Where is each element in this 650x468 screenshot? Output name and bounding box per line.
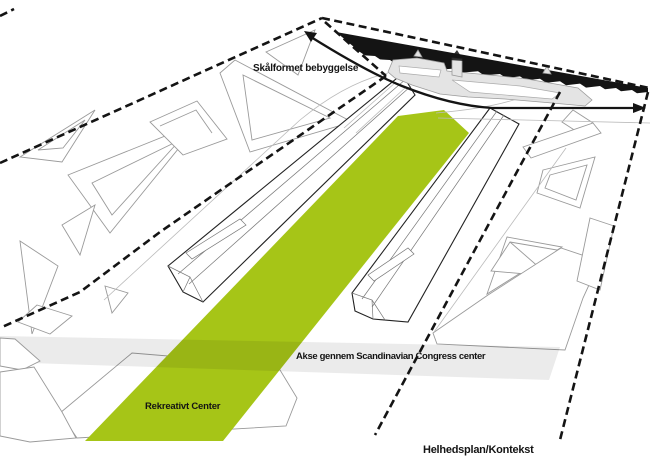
tower-spire-icon [449,50,464,61]
flow-arrow [304,31,646,113]
green-strip [85,110,469,441]
boundary-right-outer [558,91,650,441]
station-building [387,49,593,107]
arrow-head-left-icon [304,31,317,42]
right-context-block [432,109,615,351]
arrow-head-right-icon [633,103,646,113]
boundary-upper-left [0,16,323,165]
label-bowl-development: Skålformet bebyggelse [253,63,359,74]
boundary-upper-right [321,16,650,90]
label-context-caption: Helhedsplan/Kontekst [423,444,534,456]
long-building-left [167,73,416,303]
boundary-inner-left [0,74,387,330]
sawtooth-buildings [17,29,354,335]
band-overlap-blocks [0,337,77,443]
station-chimney [413,49,423,58]
label-recreational-center: Rekreativt Center [145,401,221,412]
station-tower [451,57,463,78]
boundary-dashed-lines [0,7,650,441]
label-axis: Akse gennem Scandinavian Congress center [296,351,486,362]
axis-band [0,336,560,380]
long-building-right [351,107,520,323]
bowl-shaped-black-block [336,32,648,94]
boundary-right-inner [373,91,562,436]
